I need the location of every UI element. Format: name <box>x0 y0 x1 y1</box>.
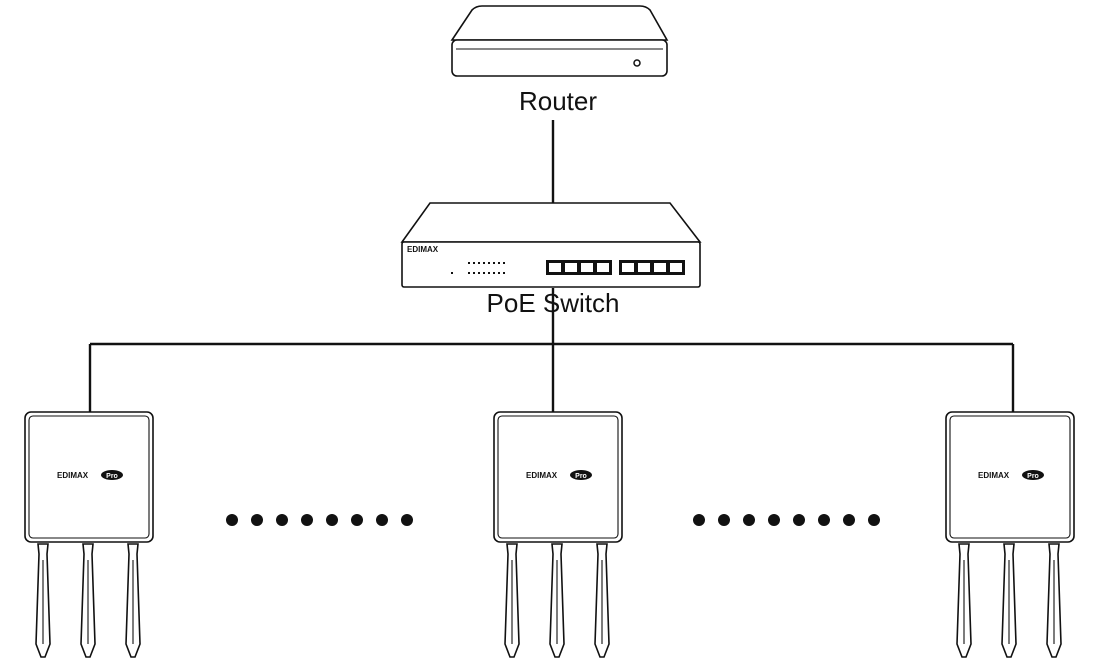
ap-pro-badge-text: Pro <box>1027 473 1039 480</box>
ap-pro-badge-icon <box>1022 470 1044 480</box>
router-led-icon <box>633 59 641 67</box>
ellipsis-dots-right <box>693 514 880 526</box>
ellipsis-dots-left <box>226 514 413 526</box>
router-label: Router <box>519 86 597 116</box>
connection-lines <box>88 120 1015 412</box>
antenna-group <box>35 543 141 658</box>
poe-switch-device: EDIMAX PoE Switch <box>400 202 702 318</box>
ap-pro-badge-icon <box>101 470 123 480</box>
ap-pro-badge-text: Pro <box>106 473 118 480</box>
ap-brand-logo: EDIMAX <box>526 471 558 480</box>
antenna-group <box>504 543 610 658</box>
access-point-center: EDIMAX Pro <box>493 411 623 658</box>
ap-brand-logo: EDIMAX <box>978 471 1010 480</box>
access-point-left: EDIMAX Pro <box>24 411 154 658</box>
router-device: Router <box>450 5 669 116</box>
switch-ethernet-ports <box>546 260 685 275</box>
antenna-group <box>956 543 1062 658</box>
ap-pro-badge-icon <box>570 470 592 480</box>
poe-switch-label: PoE Switch <box>487 288 620 318</box>
switch-brand-logo: EDIMAX <box>407 245 439 254</box>
ap-brand-logo: EDIMAX <box>57 471 89 480</box>
switch-indicator-leds <box>451 262 505 274</box>
ap-pro-badge-text: Pro <box>575 473 587 480</box>
access-point-right: EDIMAX Pro <box>945 411 1075 658</box>
